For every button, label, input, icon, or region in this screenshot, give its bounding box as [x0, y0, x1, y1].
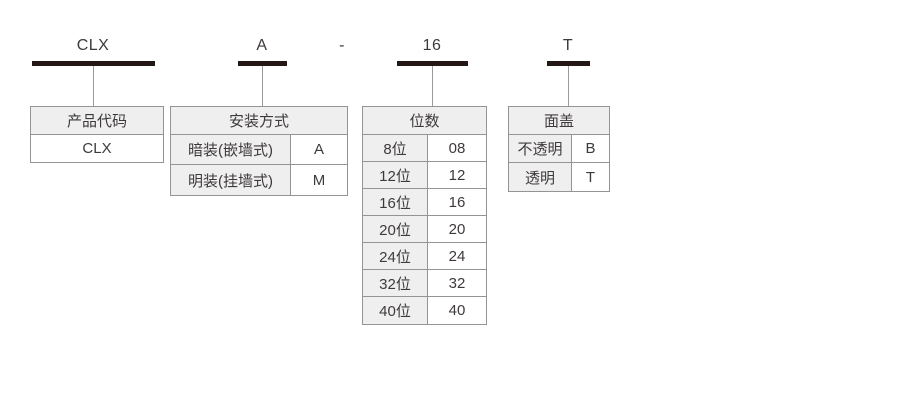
- code-part-ways: 16: [422, 37, 442, 54]
- row-value-cell: M: [291, 165, 347, 195]
- table-header: 产品代码: [31, 107, 163, 135]
- table-row: 40位 40: [363, 297, 486, 324]
- row-name-cell: 8位: [363, 135, 428, 161]
- table-product-code: 产品代码 CLX: [30, 106, 164, 163]
- code-part-cover: T: [562, 37, 574, 54]
- underline-bar-mounting: [238, 61, 287, 66]
- connector-line-mounting: [262, 66, 263, 106]
- connector-line-ways: [432, 66, 433, 106]
- row-value-cell: 24: [428, 243, 486, 269]
- row-name-cell: 32位: [363, 270, 428, 296]
- row-value-cell: 32: [428, 270, 486, 296]
- row-name-cell: 12位: [363, 162, 428, 188]
- row-name-cell: 16位: [363, 189, 428, 215]
- connector-line-product: [93, 66, 94, 106]
- underline-bar-cover: [547, 61, 590, 66]
- underline-bar-ways: [397, 61, 468, 66]
- row-value-cell: A: [291, 135, 347, 164]
- row-value-cell: 16: [428, 189, 486, 215]
- code-part-mounting: A: [256, 37, 268, 54]
- table-mounting-type: 安装方式 暗装(嵌墙式) A 明装(挂墙式) M: [170, 106, 348, 196]
- table-row: 24位 24: [363, 243, 486, 270]
- table-row: 20位 20: [363, 216, 486, 243]
- table-header: 位数: [363, 107, 486, 135]
- row-value-cell: 08: [428, 135, 486, 161]
- table-row: CLX: [31, 135, 163, 162]
- row-value-cell: 12: [428, 162, 486, 188]
- underline-bar-product: [32, 61, 155, 66]
- table-row: 不透明 B: [509, 135, 609, 163]
- table-row: 透明 T: [509, 163, 609, 191]
- row-name-cell: 24位: [363, 243, 428, 269]
- row-name-cell: 透明: [509, 163, 572, 191]
- table-row: 32位 32: [363, 270, 486, 297]
- row-value-cell: 20: [428, 216, 486, 242]
- row-name-cell: 40位: [363, 297, 428, 324]
- table-row: 8位 08: [363, 135, 486, 162]
- table-cover: 面盖 不透明 B 透明 T: [508, 106, 610, 192]
- row-value-cell: 40: [428, 297, 486, 324]
- row-value-cell: B: [572, 135, 609, 162]
- row-name-cell: 不透明: [509, 135, 572, 162]
- table-row: 12位 12: [363, 162, 486, 189]
- table-row: 明装(挂墙式) M: [171, 165, 347, 195]
- table-row: 暗装(嵌墙式) A: [171, 135, 347, 165]
- row-name-cell: 20位: [363, 216, 428, 242]
- row-name-cell: 暗装(嵌墙式): [171, 135, 291, 164]
- row-value-cell: T: [572, 163, 609, 191]
- table-row: 16位 16: [363, 189, 486, 216]
- table-ways: 位数 8位 08 12位 12 16位 16 20位 20 24位 24 32位…: [362, 106, 487, 325]
- code-part-product: CLX: [76, 37, 110, 54]
- table-header: 面盖: [509, 107, 609, 135]
- table-header: 安装方式: [171, 107, 347, 135]
- row-name-cell: 明装(挂墙式): [171, 165, 291, 195]
- row-name-cell: CLX: [31, 135, 163, 162]
- connector-line-cover: [568, 66, 569, 106]
- code-separator: -: [339, 37, 345, 54]
